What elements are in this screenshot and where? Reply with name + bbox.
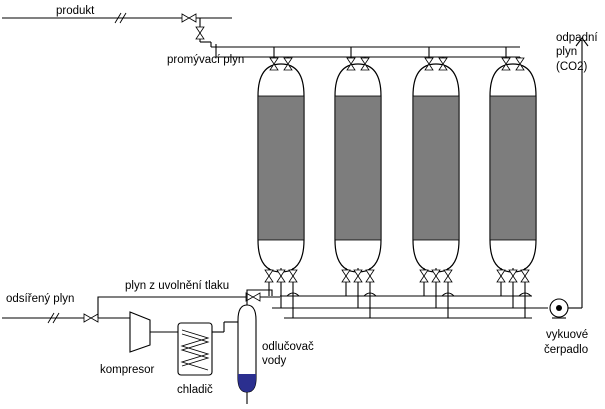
vessel-1-top-valve-product [269, 57, 279, 65]
vessel-2-bottom-valve-1 [341, 269, 351, 277]
water-separator-label-2: vody [262, 355, 287, 367]
vessel-2-bottom-valve-3 [365, 269, 375, 277]
depressurization-recycle-line [97, 296, 280, 318]
vessel-2-crossover [363, 292, 377, 297]
vessel-2-top-valve-purge [360, 57, 370, 65]
vessel-2-bottom-valve-3 [365, 275, 375, 283]
vessel-1-bottom-valve-1 [264, 275, 274, 283]
vessel-4-top-valve-product [501, 63, 511, 71]
vessel-1-bottom-valve-3 [288, 269, 298, 277]
vessel-1-top-valve-purge [283, 63, 293, 71]
vessel-3-top-valve-product [424, 57, 434, 65]
vessel-2-top-valve-purge [360, 63, 370, 71]
vessel-1-bottom-valve-2 [276, 269, 286, 277]
vessel-4-bottom-valve-3 [520, 269, 530, 277]
vessel-3-bottom-valve-1 [419, 269, 429, 277]
vessel-1-bottom-valve-3 [288, 275, 298, 283]
vessel-3-top-valve-purge [438, 57, 448, 65]
vessels [257, 47, 537, 318]
vessel-2-bed [334, 95, 382, 241]
vessel-4-top-valve-product [501, 57, 511, 65]
product-label: produkt [56, 5, 95, 17]
purge-gas-label: promývací plyn [167, 54, 244, 66]
vessel-3-bottom-valve-3 [443, 269, 453, 277]
vessel-3-top-valve-purge [438, 63, 448, 71]
feed-gas-valve [83, 313, 99, 323]
desulfurized-gas-label: odsířený plyn [6, 293, 74, 305]
vessel-2-bottom-valve-2 [353, 269, 363, 277]
vacuum-pump-label-2: čerpadlo [544, 344, 588, 356]
vessel-1-bottom-valve-1 [264, 269, 274, 277]
feed-gas-line [2, 312, 140, 324]
vessel-3-bottom-valve-2 [431, 269, 441, 277]
vessel-1-top-valve-product [269, 63, 279, 71]
vessel-1-bottom-valve-2 [276, 275, 286, 283]
vacuum-pump-label-1: vykuové [546, 329, 588, 341]
vessel-3-bed [412, 95, 460, 241]
depressurization-gas-label: plyn z uvolnění tlaku [125, 280, 229, 292]
vessel-2-top-valve-product [346, 57, 356, 65]
vessel-3-crossover [441, 292, 455, 297]
vessel-2-bottom-valve-1 [341, 275, 351, 283]
vessel-4-crossover [518, 292, 532, 297]
vessel-4-bed [489, 95, 537, 241]
compressor [129, 311, 178, 353]
cooler [177, 321, 238, 376]
purge-valve [195, 26, 205, 40]
vessel-4-bottom-valve-2 [508, 269, 518, 277]
vessel-3-bottom-valve-3 [443, 275, 453, 283]
vessel-1-bed [257, 95, 305, 241]
vessel-2-top-valve-product [346, 63, 356, 71]
waste-gas-label-3: (CO2) [556, 61, 587, 73]
waste-gas-label-2: plyn [556, 46, 577, 58]
water-separator [237, 289, 273, 404]
product-line [2, 12, 520, 48]
vessel-3-top-valve-product [424, 63, 434, 71]
vessel-4-bottom-valve-3 [520, 275, 530, 283]
depressurization-valve [245, 292, 261, 302]
vessel-1-crossover [286, 292, 300, 297]
vessel-4-top-valve-purge [515, 57, 525, 65]
waste-gas-line [568, 37, 589, 309]
water-separator-label-1: odlučovač [262, 341, 314, 353]
vessel-3-bottom-valve-2 [431, 275, 441, 283]
vacuum-pump [549, 298, 569, 319]
vessel-4-top-valve-purge [515, 63, 525, 71]
waste-gas-label-1: odpadní [556, 32, 598, 44]
vessel-4-bottom-valve-1 [496, 269, 506, 277]
compressor-label: kompresor [100, 364, 154, 376]
vessel-3-bottom-valve-1 [419, 275, 429, 283]
vessel-2-bottom-valve-2 [353, 275, 363, 283]
cooler-label: chladič [177, 384, 213, 396]
vessel-4-bottom-valve-1 [496, 275, 506, 283]
vessel-1-top-valve-purge [283, 57, 293, 65]
product-valve [181, 13, 197, 23]
vessel-4-bottom-valve-2 [508, 275, 518, 283]
